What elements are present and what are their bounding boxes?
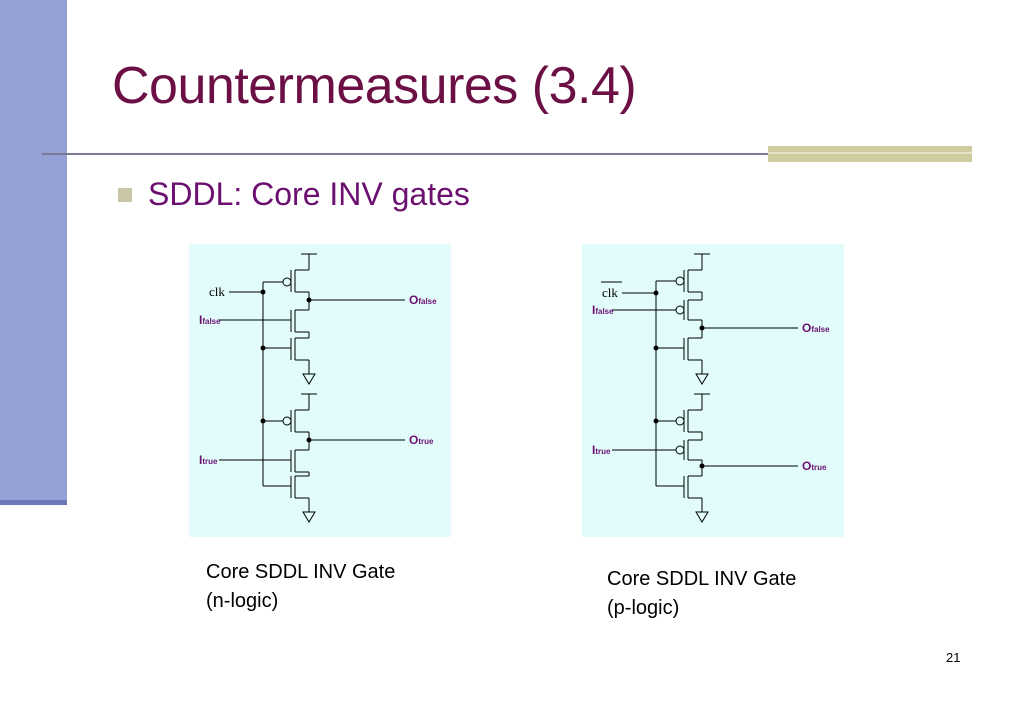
side-bar-edge	[0, 500, 67, 505]
input-true-label: Itrue	[199, 453, 218, 467]
caption-n-logic: Core SDDL INV Gate (n-logic)	[206, 558, 395, 616]
page-number: 21	[946, 650, 961, 665]
schematic-n-logic: clk Ifalse Ofalse Itrue Otrue	[199, 253, 437, 523]
output-false-label: Ofalse	[802, 321, 830, 335]
diagram-p-logic: clk Ifalse Ofalse Itrue Otrue	[582, 244, 844, 537]
slide-title: Countermeasures (3.4)	[112, 57, 637, 115]
caption-line-1: Core SDDL INV Gate	[607, 568, 797, 590]
diagram-n-logic: clk Ifalse Ofalse Itrue Otrue	[189, 244, 451, 537]
accent-bar	[768, 146, 972, 162]
bullet-square-icon	[118, 187, 132, 202]
clk-label: clk	[209, 284, 225, 299]
input-false-label: Ifalse	[199, 313, 221, 327]
schematic-p-logic: clk Ifalse Ofalse Itrue Otrue	[592, 253, 830, 523]
caption-line-2: (n-logic)	[206, 590, 279, 612]
output-false-label: Ofalse	[409, 293, 437, 307]
input-false-label: Ifalse	[592, 303, 614, 317]
bullet-item: SDDL: Core INV gates	[118, 176, 470, 213]
title-divider	[42, 153, 972, 155]
output-true-label: Otrue	[409, 433, 434, 447]
output-true-label: Otrue	[802, 459, 827, 473]
caption-p-logic: Core SDDL INV Gate (p-logic)	[607, 565, 796, 623]
caption-line-2: (p-logic)	[607, 597, 680, 619]
bullet-text: SDDL: Core INV gates	[148, 176, 470, 212]
side-bar	[0, 0, 67, 505]
input-true-label: Itrue	[592, 443, 611, 457]
caption-line-1: Core SDDL INV Gate	[206, 561, 396, 583]
clk-bar-label: clk	[602, 285, 618, 300]
